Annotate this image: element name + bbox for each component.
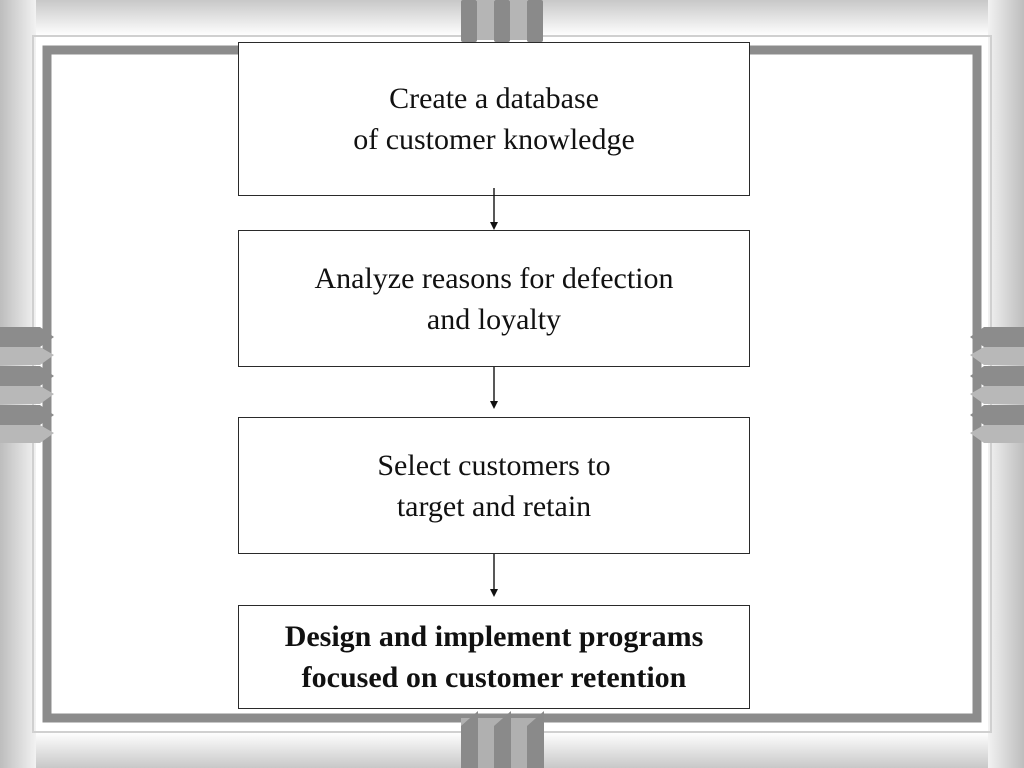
- left-tabs-ornament: [0, 327, 54, 443]
- step-box-4: Design and implement programs focused on…: [238, 605, 750, 709]
- step-4-line-2: focused on customer retention: [301, 661, 687, 694]
- step-2-line-2: and loyalty: [426, 302, 562, 336]
- step-box-1: Create a database of customer knowledge: [238, 42, 750, 196]
- top-tabs-ornament: [461, 0, 543, 42]
- step-box-3: Select customers to target and retain: [238, 417, 750, 554]
- step-3-line-1: Select customers to: [377, 448, 611, 482]
- arrow-2-3-head: [490, 401, 498, 409]
- right-tabs-ornament: [970, 327, 1024, 443]
- step-4-line-1: Design and implement programs: [284, 620, 704, 653]
- step-1-line-1: Create a database: [389, 82, 599, 115]
- step-box-2: Analyze reasons for defection and loyalt…: [238, 230, 750, 367]
- step-1-line-2: of customer knowledge: [353, 123, 635, 156]
- arrow-1-2-head: [490, 222, 498, 230]
- bottom-tabs-ornament: [461, 711, 544, 768]
- arrow-3-4-head: [490, 589, 498, 597]
- step-3-line-2: target and retain: [396, 489, 592, 523]
- step-2-line-1: Analyze reasons for defection: [314, 261, 674, 295]
